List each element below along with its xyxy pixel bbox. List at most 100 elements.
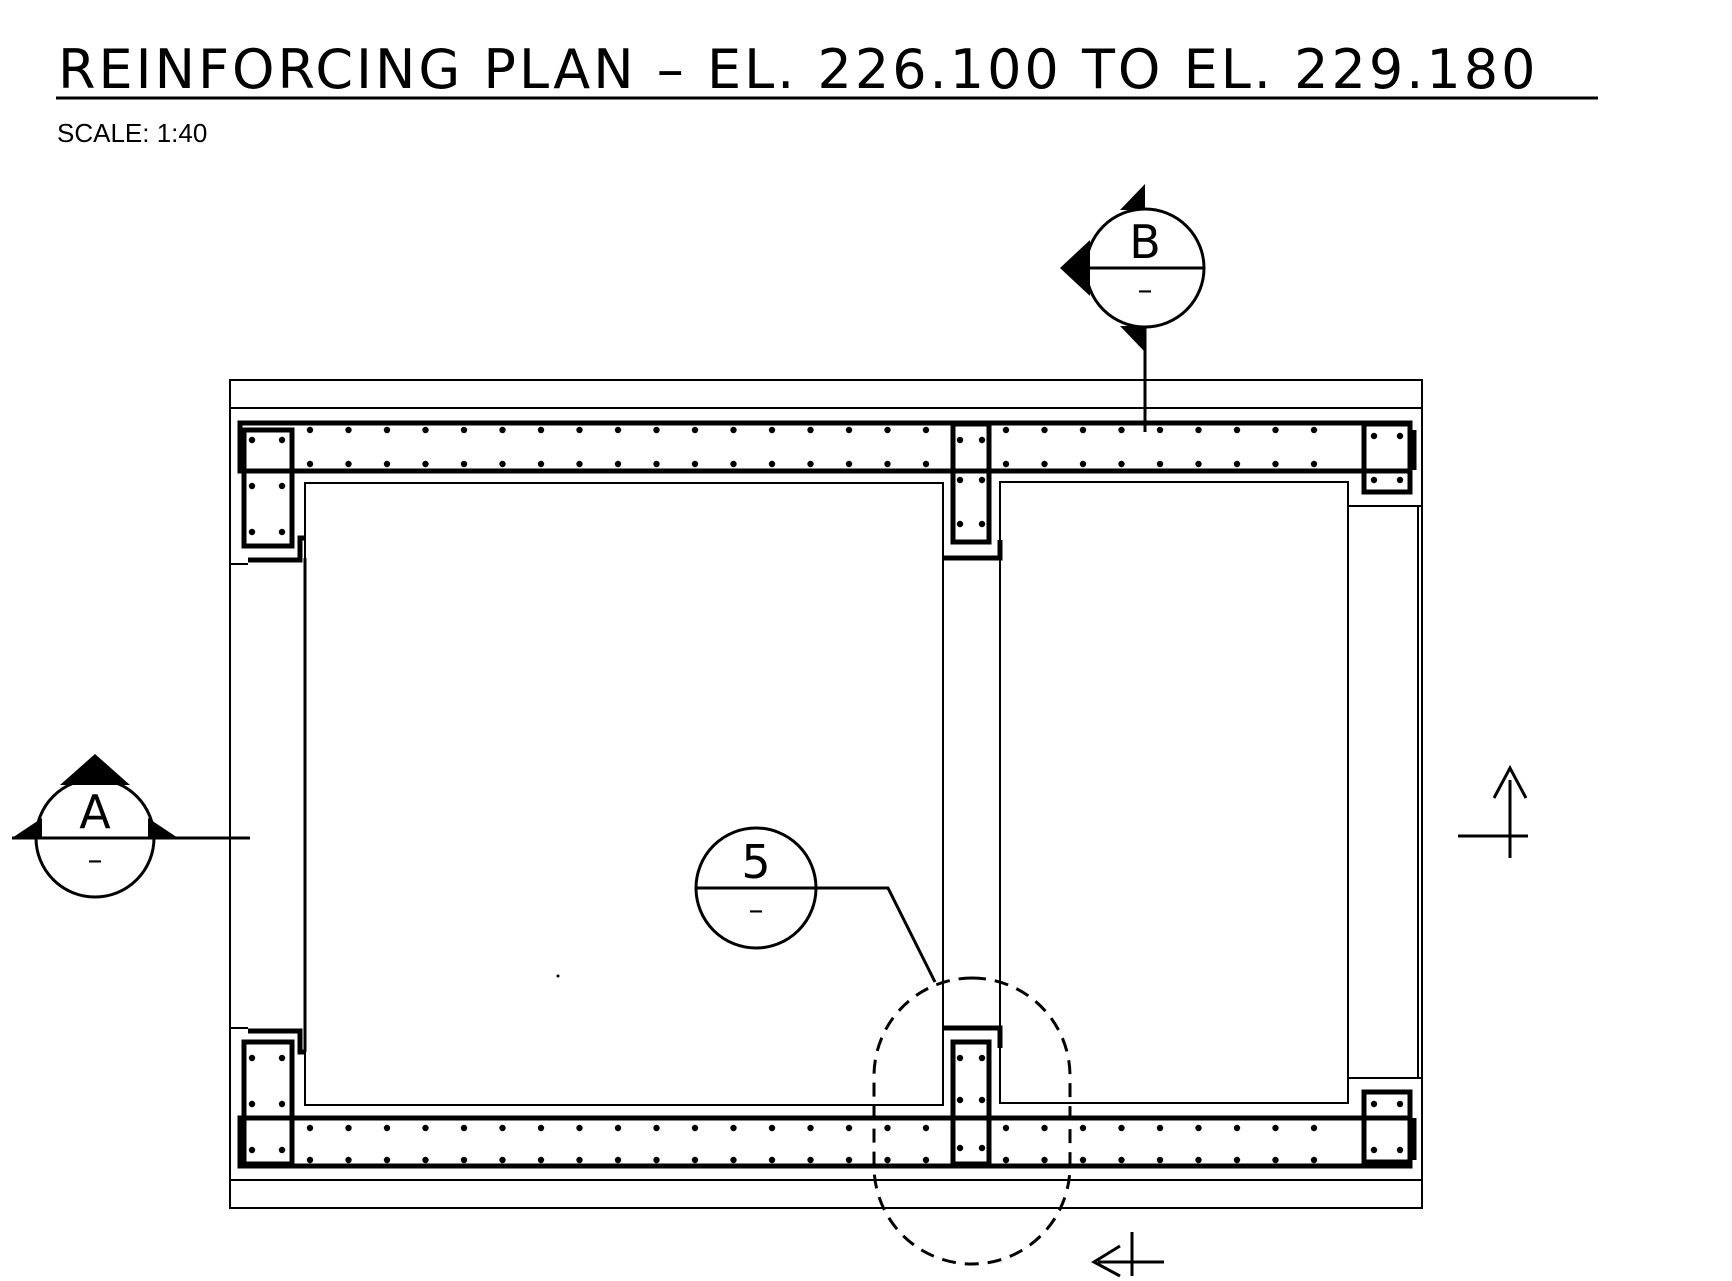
scale-label: SCALE: 1:40 [57,118,207,148]
rebar-dot [1002,426,1010,434]
drawing-title: REINFORCING PLAN – EL. 226.100 TO EL. 22… [58,38,1538,101]
rebar-dot [807,1156,814,1164]
rebar-dot [1370,1100,1378,1108]
rebar-dot [1272,426,1279,434]
rebar-dot [807,460,814,468]
rebar-dot [1041,426,1048,434]
rebar-dot [768,460,776,468]
detail-marker-5: 5 – [694,826,1072,1266]
rebar-dot [278,1054,286,1062]
rebar-dot [691,460,699,468]
rebar-dot [422,460,429,468]
rebar-dot [845,1156,853,1164]
rebar-dot [922,1156,930,1164]
opening-left [304,482,944,1106]
rebar-dot [1370,432,1378,440]
rebar-dot [653,460,660,468]
rebar-dot [383,1156,391,1164]
rebar-dot [248,436,256,444]
rebar-dot [306,460,314,468]
rebar-dot [537,460,545,468]
rebar-dot [1156,1124,1164,1132]
rebar-dot [1195,426,1202,434]
detail-callout-boundary [872,976,1072,1266]
rebar-dot [653,426,660,434]
rebar-dot [422,1156,429,1164]
rebar-dot [576,1124,583,1132]
rebar-dot [691,1124,699,1132]
rebar-dot [306,426,314,434]
rebar-dot [978,476,986,484]
rebar-dot [768,1156,776,1164]
detail-number: 5 [741,835,770,889]
detail-sheet: – [749,893,764,928]
rebar-dot [460,1124,468,1132]
rebar-dot [1118,1156,1125,1164]
rebar-dot [1156,1156,1164,1164]
rebar-dot [691,426,699,434]
section-a-letter: A [79,785,111,839]
rebar-dot [499,1124,506,1132]
rebar-dot [1118,426,1125,434]
rebar-dot [978,520,986,528]
rebar-dot [383,1124,391,1132]
rebar-dot [956,1054,964,1062]
rebar-dot [460,460,468,468]
rebar-dot [576,460,583,468]
rebar-dot [537,426,545,434]
rebar-dot [422,426,429,434]
rebar-dot [1079,1156,1087,1164]
rebar-dot [978,436,986,444]
rebar-dot [1041,460,1048,468]
rebar-dot [499,1156,506,1164]
rebar-dot [1002,1156,1010,1164]
rebar-dot [1233,460,1241,468]
rebar-dot [956,476,964,484]
rebar-dot [768,426,776,434]
rebar-dot [248,1054,256,1062]
rebar-dot [278,1100,286,1108]
rebar-dot [345,460,352,468]
rebar-dot [956,1144,964,1152]
rebar-dot [884,1124,891,1132]
rebar-dot [978,1144,986,1152]
rebar-dot [248,528,256,536]
rebar-dot [278,482,286,490]
rebar-dot [884,426,891,434]
rebar-dot [537,1156,545,1164]
rebar-dot [845,460,853,468]
rebar-dot [1272,1124,1279,1132]
rebar-dot [1041,1124,1048,1132]
rebar-dot [1396,1146,1404,1154]
rebar-dot [807,426,814,434]
rebar-dot [845,426,853,434]
rebar-dot [248,1100,256,1108]
rebar-dot [614,426,622,434]
rebar-dot [956,520,964,528]
left-wall [237,427,307,1167]
rebar-dot [576,426,583,434]
rebar-dot [1233,426,1241,434]
rebar-dot [278,436,286,444]
rebar-dot [1370,1146,1378,1154]
rebar-dot [278,528,286,536]
middle-wall [942,421,1003,1167]
rebar-dots [248,426,1404,1164]
rebar-dot [499,460,506,468]
section-b-sheet: – [1138,273,1153,308]
rebar-dot [1396,476,1404,484]
rebar-dot [1079,1124,1087,1132]
rebar-dot [1310,460,1318,468]
rebar-dot [460,1156,468,1164]
rebar-dot [1118,460,1125,468]
rebar-dot [922,426,930,434]
rebar-dot [1272,460,1279,468]
rebar-dot [1156,460,1164,468]
rebar-dot [1396,1100,1404,1108]
rebar-dot [576,1156,583,1164]
rebar-dot [306,1124,314,1132]
rebar-dot [845,1124,853,1132]
rebar-dot [499,426,506,434]
rebar-dot [653,1124,660,1132]
